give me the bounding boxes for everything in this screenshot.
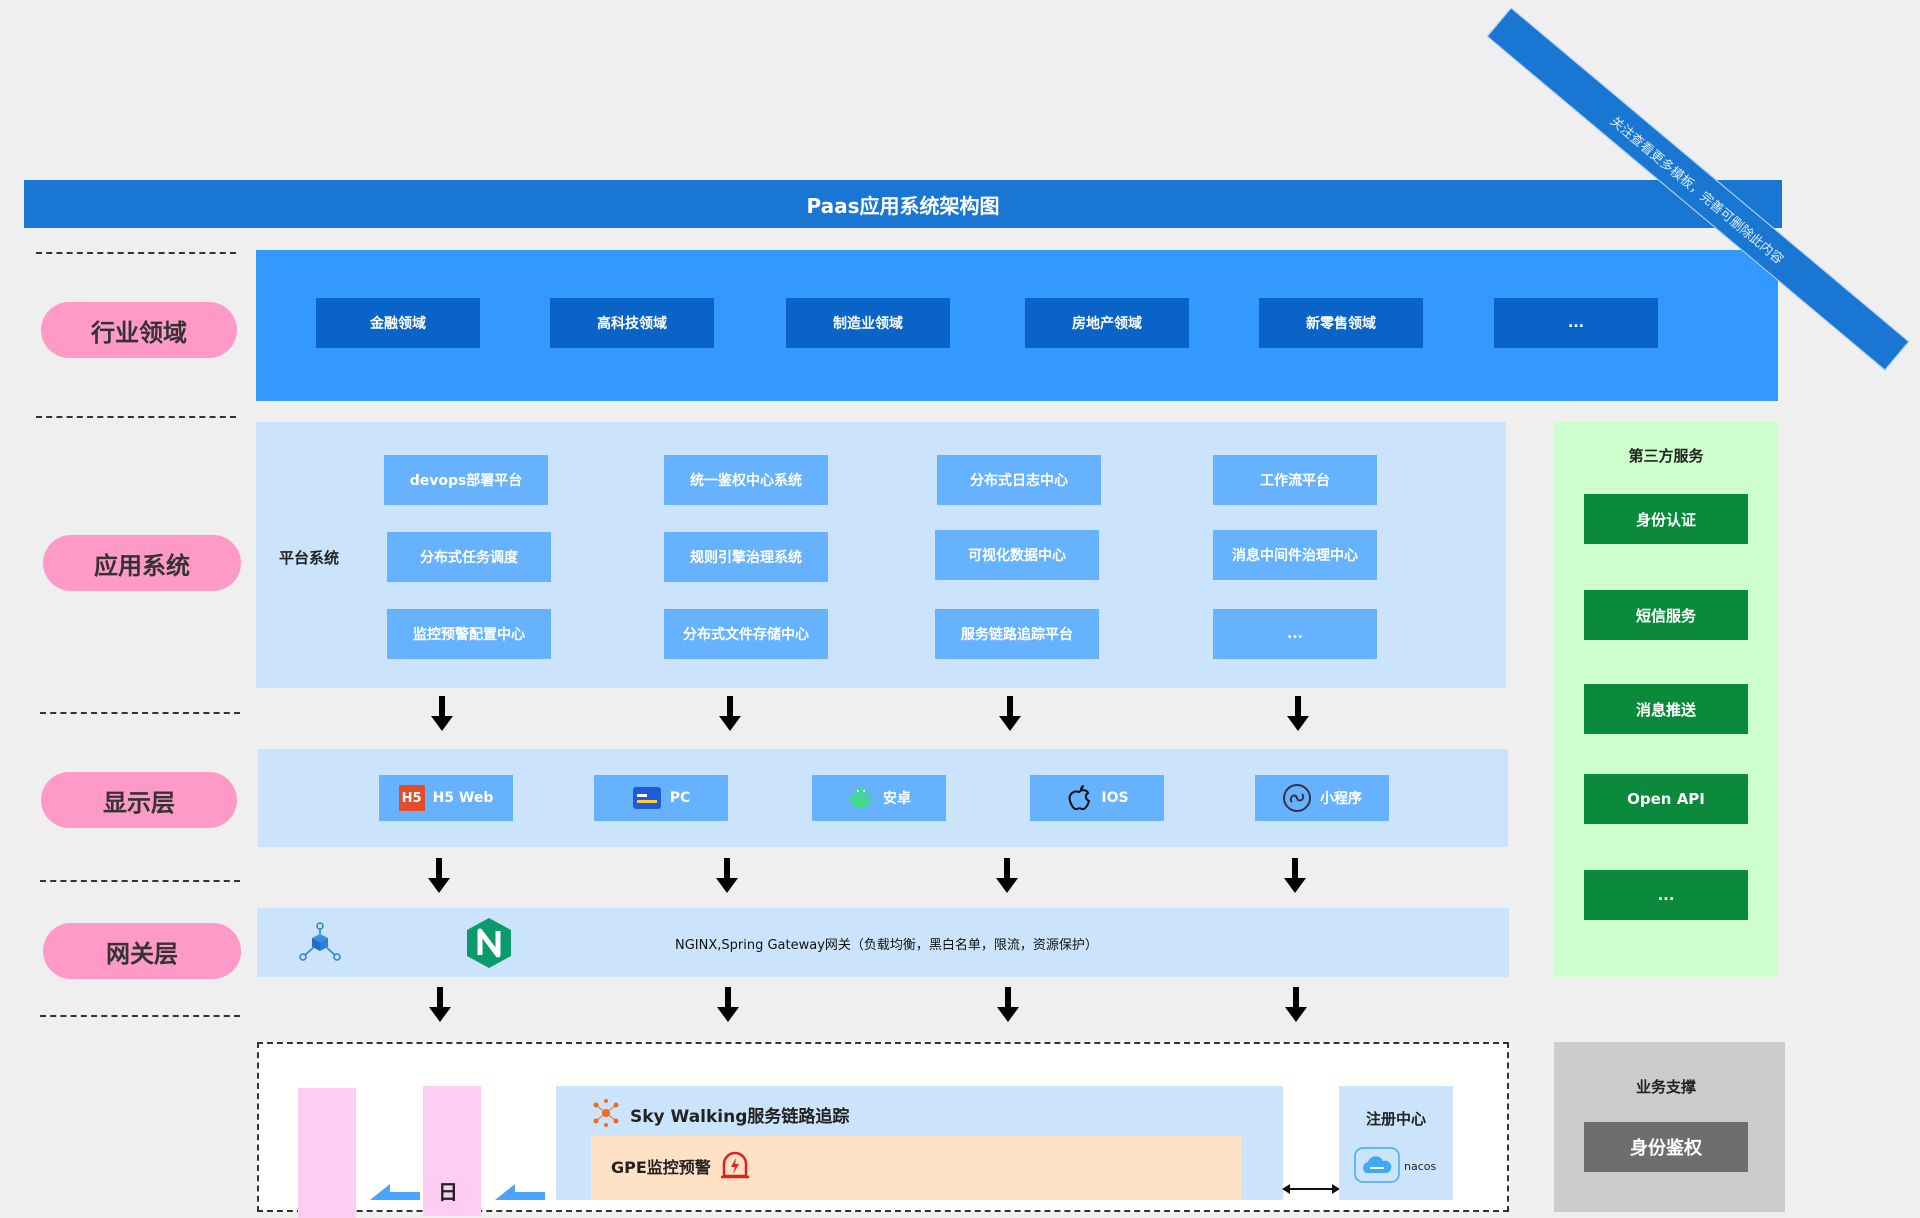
nginx-icon — [467, 918, 511, 968]
miniprogram-icon — [1283, 784, 1311, 812]
alarm-icon — [721, 1151, 749, 1179]
industry-item-more[interactable]: ... — [1494, 298, 1658, 348]
industry-item-finance[interactable]: 金融领域 — [316, 298, 480, 348]
third-party-item-openapi[interactable]: Open API — [1584, 774, 1748, 824]
pc-card-icon — [632, 787, 661, 809]
page-title: Paas应用系统架构图 — [24, 180, 1782, 228]
platform-item[interactable]: 分布式文件存储中心 — [664, 609, 828, 659]
industry-item-manufacturing[interactable]: 制造业领域 — [786, 298, 950, 348]
skywalking-title: Sky Walking服务链路追踪 — [630, 1107, 850, 1127]
business-item-auth[interactable]: 身份鉴权 — [1584, 1122, 1748, 1172]
industry-item-realestate[interactable]: 房地产领域 — [1025, 298, 1189, 348]
display-item-ios[interactable]: IOS — [1030, 775, 1164, 821]
platform-label: 平台系统 — [279, 549, 340, 567]
down-arrow-icon — [716, 858, 738, 893]
html5-icon: H5 — [398, 785, 425, 811]
divider — [40, 880, 240, 882]
left-arrow-icon — [370, 1184, 420, 1200]
layer-label-gateway: 网关层 — [43, 923, 241, 979]
down-arrow-icon — [997, 987, 1019, 1022]
divider — [40, 712, 240, 714]
display-item-label: PC — [669, 790, 691, 806]
nacos-cloud-icon — [1354, 1147, 1400, 1183]
platform-item[interactable]: 监控预警配置中心 — [387, 609, 551, 659]
down-arrow-icon — [1287, 696, 1309, 731]
third-party-item-auth[interactable]: 身份认证 — [1584, 494, 1748, 544]
platform-item[interactable]: devops部署平台 — [384, 455, 548, 505]
business-title: 业务支撑 — [1635, 1078, 1696, 1096]
layer-label-industry: 行业领域 — [41, 302, 237, 358]
platform-item[interactable]: 可视化数据中心 — [935, 530, 1099, 580]
platform-item[interactable]: 分布式任务调度 — [387, 532, 551, 582]
display-item-android[interactable]: 安卓 — [812, 775, 946, 821]
left-arrow-icon — [495, 1184, 545, 1200]
log-column-label: 日 — [438, 1180, 458, 1204]
display-item-label: 小程序 — [1320, 791, 1362, 807]
down-arrow-icon — [717, 987, 739, 1022]
display-item-pc[interactable]: PC — [594, 775, 728, 821]
display-item-miniprogram[interactable]: 小程序 — [1255, 775, 1389, 821]
third-party-title: 第三方服务 — [1628, 447, 1704, 465]
third-party-item-sms[interactable]: 短信服务 — [1584, 590, 1748, 640]
down-arrow-icon — [719, 696, 741, 731]
third-party-item-more[interactable]: ... — [1584, 870, 1748, 920]
down-arrow-icon — [1285, 987, 1307, 1022]
down-arrow-icon — [999, 696, 1021, 731]
down-arrow-icon — [1284, 858, 1306, 893]
platform-item[interactable]: 分布式日志中心 — [937, 455, 1101, 505]
network-cube-icon — [299, 922, 341, 961]
industry-item-retail[interactable]: 新零售领域 — [1259, 298, 1423, 348]
down-arrow-icon — [429, 987, 451, 1022]
double-arrow-icon — [1282, 1184, 1340, 1194]
gateway-description: NGINX,Spring Gateway网关（负载均衡，黑白名单，限流，资源保护… — [675, 938, 1098, 953]
layer-label-app: 应用系统 — [43, 535, 241, 591]
platform-item[interactable]: ... — [1213, 609, 1377, 659]
down-arrow-icon — [428, 858, 450, 893]
skywalking-icon — [593, 1099, 619, 1127]
divider — [36, 416, 236, 418]
divider — [40, 1015, 240, 1017]
display-item-h5[interactable]: H5 H5 Web — [379, 775, 513, 821]
display-item-label: IOS — [1101, 790, 1129, 806]
registry-title: 注册中心 — [1365, 1110, 1426, 1128]
apple-icon — [1068, 785, 1091, 811]
divider — [36, 252, 236, 254]
down-arrow-icon — [996, 858, 1018, 893]
gateway-panel — [257, 908, 1509, 977]
layer-label-display: 显示层 — [41, 772, 237, 828]
platform-item[interactable]: 统一鉴权中心系统 — [664, 455, 828, 505]
log-column — [298, 1088, 356, 1218]
platform-item[interactable]: 消息中间件治理中心 — [1213, 530, 1377, 580]
industry-item-hightech[interactable]: 高科技领域 — [550, 298, 714, 348]
platform-item[interactable]: 工作流平台 — [1213, 455, 1377, 505]
third-party-item-push[interactable]: 消息推送 — [1584, 684, 1748, 734]
gpe-panel — [591, 1136, 1241, 1200]
platform-item[interactable]: 规则引擎治理系统 — [664, 532, 828, 582]
nacos-label: nacos — [1404, 1160, 1437, 1173]
display-item-label: H5 Web — [432, 790, 494, 806]
display-item-label: 安卓 — [883, 791, 911, 807]
platform-item[interactable]: 服务链路追踪平台 — [935, 609, 1099, 659]
down-arrow-icon — [431, 696, 453, 731]
log-column — [423, 1086, 481, 1216]
android-icon — [850, 788, 872, 807]
gpe-title: GPE监控预警 — [611, 1158, 711, 1177]
